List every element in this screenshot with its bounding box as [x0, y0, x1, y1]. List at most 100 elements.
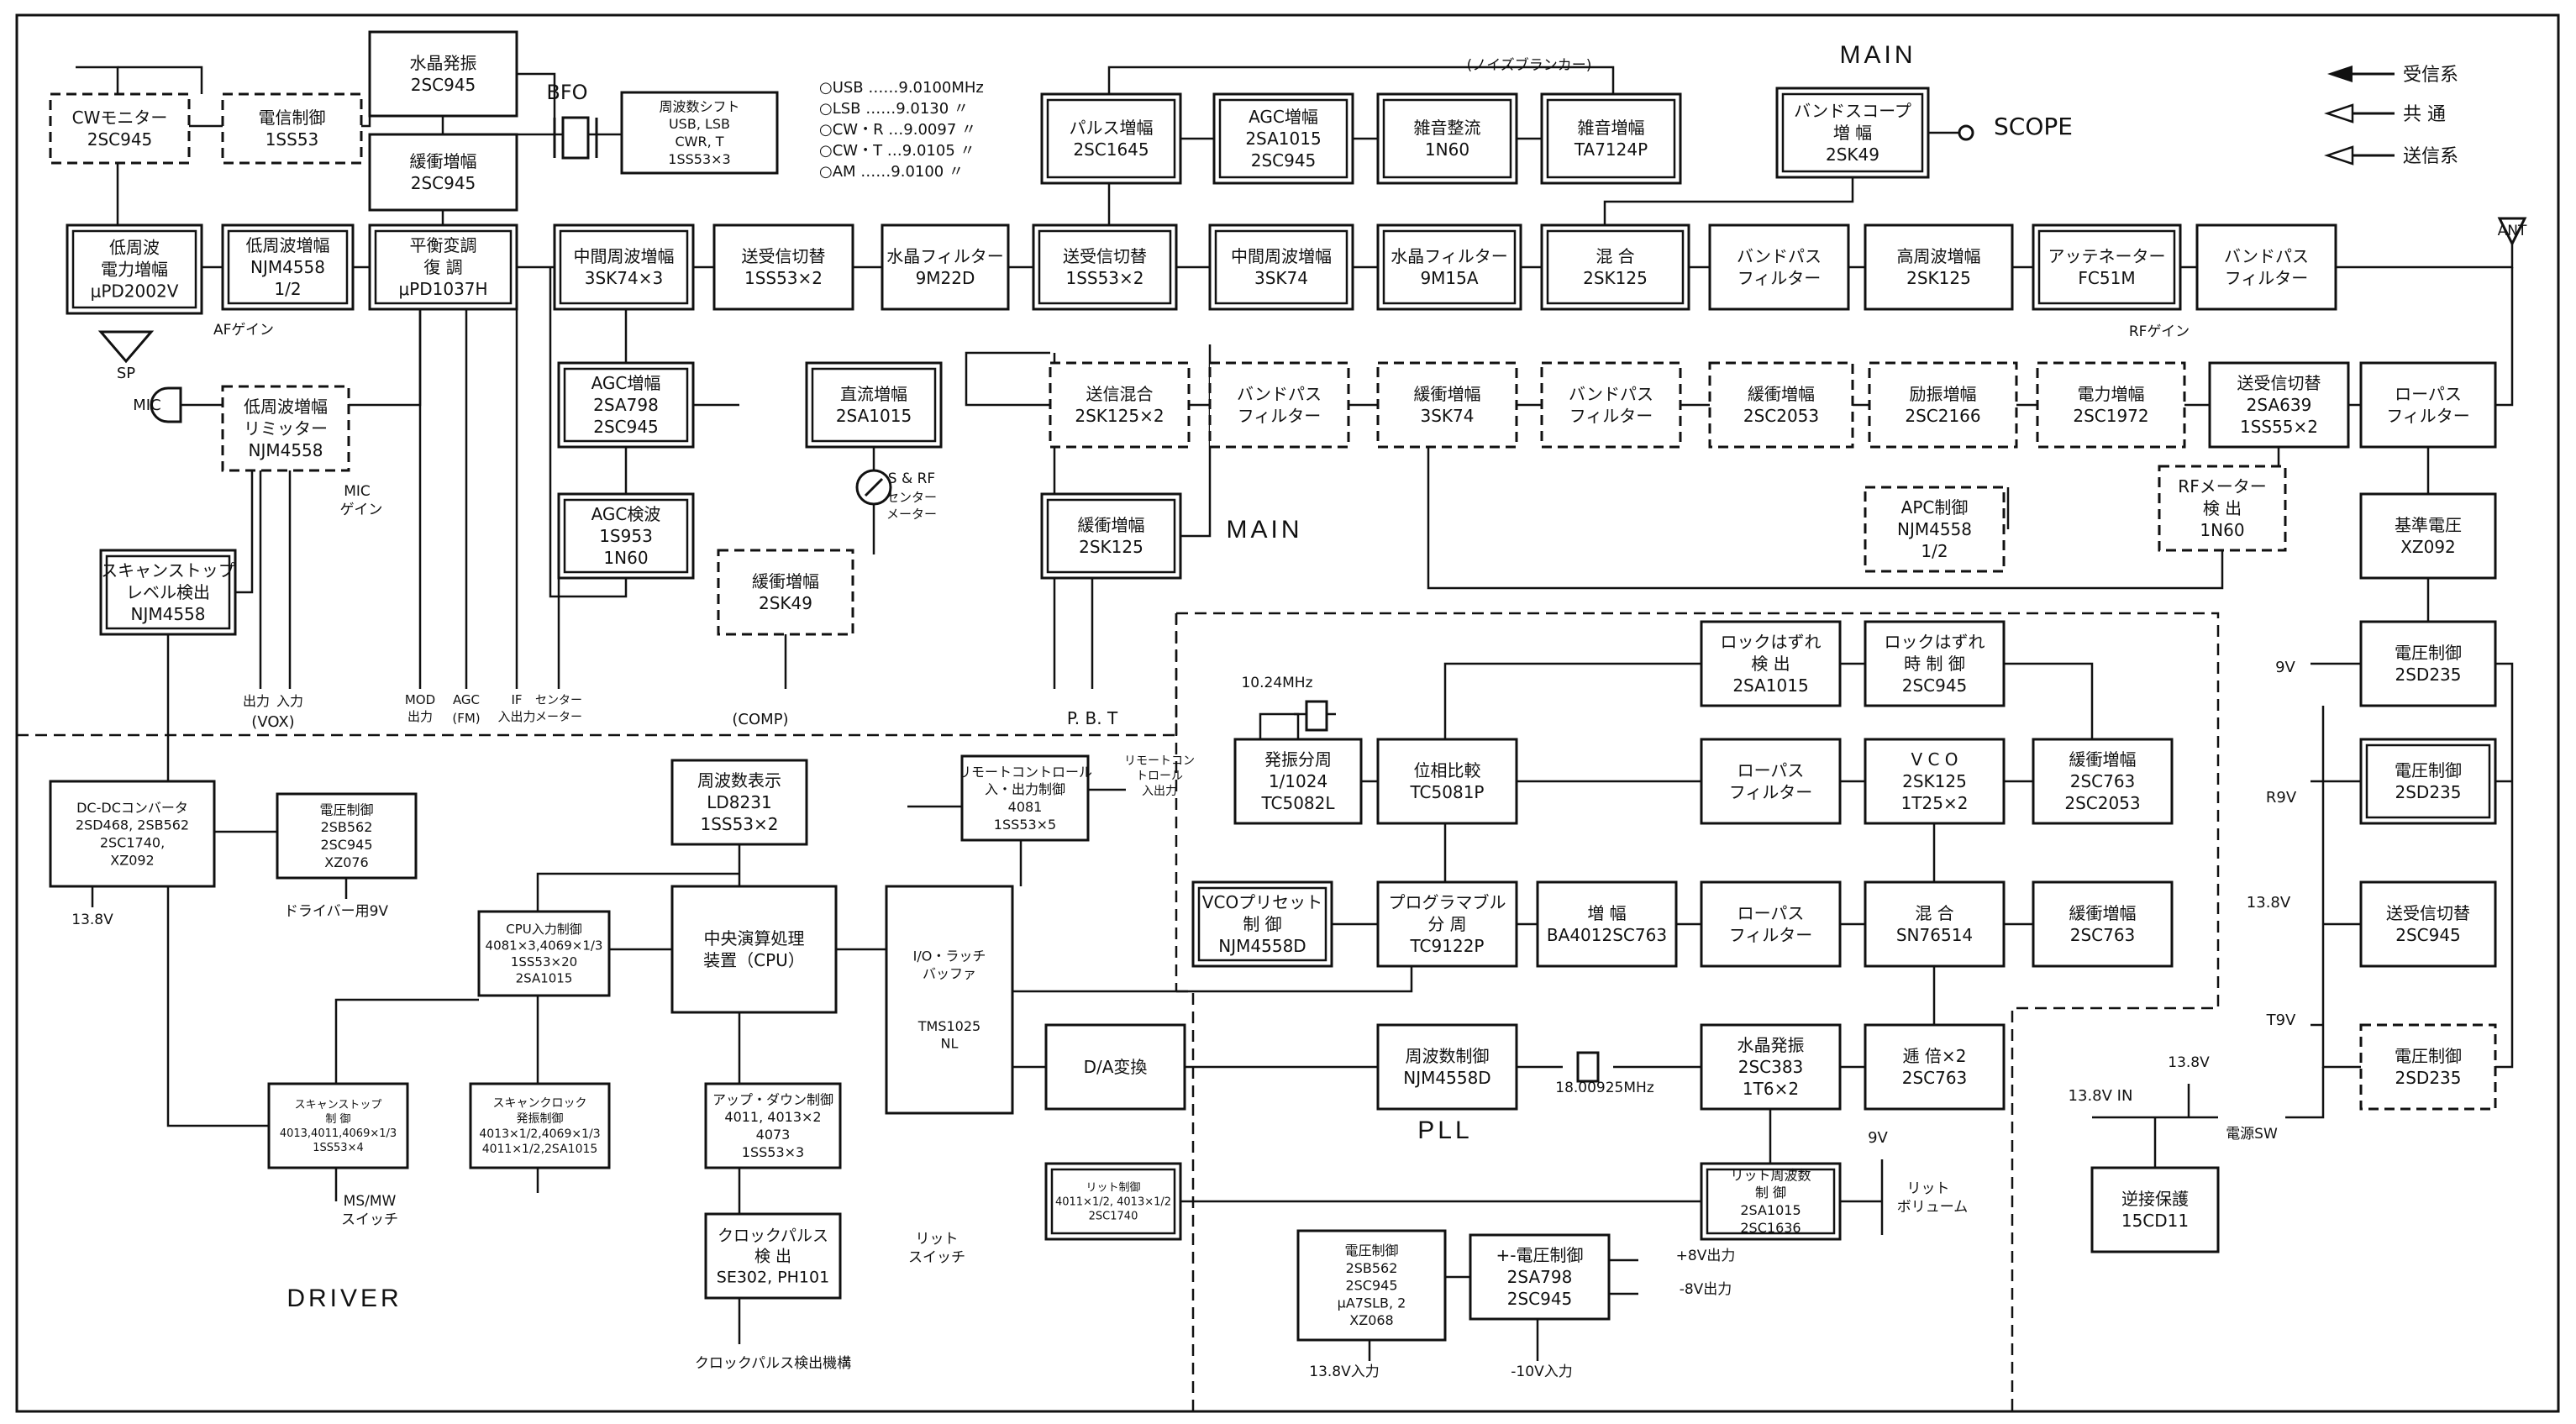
block-frame — [1864, 880, 2006, 968]
diagram-label: BFO — [546, 81, 587, 104]
block-frame — [2359, 738, 2497, 825]
block-text: AGC増幅 — [1249, 107, 1318, 127]
block-text: AGC増幅 — [591, 373, 661, 393]
block-text: NJM4558 — [1897, 519, 1972, 539]
block-text: CWR, T — [675, 134, 723, 150]
block-text: 2SC1645 — [1073, 139, 1149, 160]
block-text: 雑音整流 — [1414, 118, 1481, 138]
block-frame — [1040, 492, 1182, 580]
block-text: 1SS53×2 — [744, 268, 823, 288]
block-text: 混 合 — [1915, 903, 1953, 923]
block-text: 送信混合 — [1086, 384, 1154, 404]
block-inner-frame — [1046, 498, 1176, 574]
diagram-label: (ノイズブランカー) — [1467, 56, 1592, 74]
block-frame — [885, 885, 1014, 1115]
block-text: 2SA1015 — [1245, 129, 1321, 149]
block-text: 水晶フィルター — [1391, 246, 1508, 266]
block-text: XZ092 — [110, 852, 154, 868]
block-text: D/A変換 — [1084, 1057, 1148, 1077]
block-text: 緩衝増幅 — [2069, 903, 2137, 923]
block-text: バンドパス — [2224, 246, 2309, 266]
block-text: 電圧制御 — [319, 801, 373, 817]
block-text: 1SS53×2 — [700, 814, 778, 834]
diagram-label: リット — [916, 1231, 959, 1248]
block-text: NJM4558D — [1218, 936, 1306, 956]
block-inner-frame — [1382, 229, 1517, 305]
block-frame — [477, 910, 611, 997]
block-text: FC51M — [2078, 268, 2135, 288]
legend: 受信系 共 通 送信系 — [2324, 65, 2458, 167]
block-frame — [1540, 223, 1690, 311]
block-inner-frame — [1197, 886, 1327, 962]
block-text: NJM4558D — [1403, 1068, 1490, 1088]
diagram-label: ゲイン — [340, 502, 383, 518]
block-frame — [1049, 361, 1191, 449]
block-frame — [1864, 486, 2006, 573]
region-title-main-top: MAIN — [1840, 41, 1916, 69]
diagram-label: SP — [117, 365, 135, 382]
block-text: リモートコントロール — [958, 764, 1092, 780]
block-text: 制 御 — [1243, 914, 1281, 934]
block-frame — [49, 92, 191, 165]
block-text: NJM4558 — [250, 257, 325, 277]
block-frame — [276, 792, 418, 880]
block-text: 検 出 — [1751, 654, 1790, 674]
block-text: バンドパス — [1237, 384, 1322, 404]
block-text: NJM4558 — [248, 440, 323, 460]
block-text: スキャンストップ — [295, 1099, 382, 1111]
diagram-label: 9V — [1868, 1129, 1888, 1147]
block-dac: D/A変換 — [1044, 1023, 1186, 1111]
block-text: 2SC2053 — [2064, 793, 2140, 813]
block-text: TMS1025 — [917, 1018, 980, 1034]
diagram-label: -10V入力 — [1511, 1364, 1572, 1380]
block-frame — [99, 549, 237, 636]
block-inner-frame — [563, 498, 689, 574]
diagram-label: MIC — [344, 483, 371, 500]
block-text: 2SK49 — [1826, 145, 1879, 165]
block-frame — [1540, 361, 1682, 449]
freq-row: ○LSB ……9.0130 〃 — [819, 100, 969, 118]
block-text: 水晶発振 — [410, 53, 477, 73]
diagram-label: クロックパルス検出機構 — [695, 1355, 851, 1372]
block-frame — [1191, 880, 1333, 968]
block-inner-frame — [1050, 1168, 1176, 1235]
block-text: 雑音増幅 — [1578, 118, 1645, 138]
block-text: CWモニター — [72, 108, 168, 128]
diagram-label: 電源SW — [2226, 1126, 2278, 1143]
block-frame — [1700, 880, 1842, 968]
block-text: 入・出力制御 — [985, 781, 1065, 797]
legend-label-common: 共 通 — [2403, 104, 2446, 125]
block-frame — [1868, 361, 2018, 449]
block-text: TA7124P — [1574, 139, 1648, 160]
block-text: 混 合 — [1596, 246, 1634, 266]
block-frame — [1032, 223, 1178, 311]
block-frame — [1700, 1162, 1842, 1241]
block-frame — [717, 549, 854, 636]
block-text: プログラマブル — [1389, 892, 1506, 912]
block-frame — [557, 361, 695, 449]
block-text: CPU入力制御 — [506, 922, 582, 937]
block-text: 4011×1/2,2SA1015 — [482, 1143, 598, 1156]
block-text: 2SC945 — [1251, 150, 1317, 171]
block-text: 2SA1015 — [1740, 1202, 1801, 1218]
block-text: フィルター — [1737, 268, 1822, 288]
block-text: 緩衝増幅 — [2069, 749, 2137, 770]
freq-row: ○AM ……9.0100 〃 — [819, 163, 964, 181]
block-frame — [2195, 223, 2337, 311]
block-frame — [2032, 880, 2174, 968]
block-text: 逆接保護 — [2121, 1189, 2189, 1209]
block-inner-frame — [374, 229, 513, 305]
